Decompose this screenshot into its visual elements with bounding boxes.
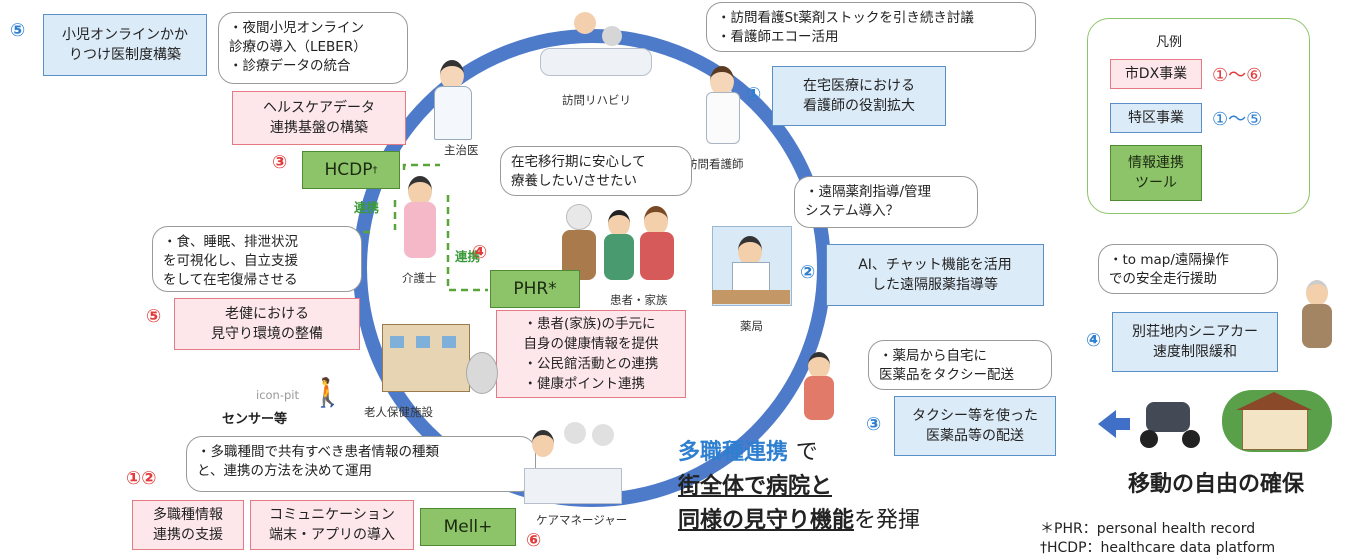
pharmacy-taxi-bubble: ・薬局から自宅に 医薬品をタクシー配送 [868,340,1052,390]
nurse-figure [704,66,740,146]
hcdp-dagger: † [372,164,378,176]
phr-tool: PHR* [490,270,580,308]
care-manager-figure [524,418,622,504]
number-5-rouken: ⑤ [146,306,162,327]
legend-panel: 凡例 市DX事業 ①〜⑥ 特区事業 ①〜⑤ 情報連携 ツール [1087,18,1310,214]
house-figure [1222,380,1332,452]
food-sleep-bubble: ・食、睡眠、排泄状況 を可視化し、自立支援 をして在宅復帰させる [152,226,362,292]
doctor-figure [432,60,472,140]
slogan-line-2: 街全体で病院と [678,474,833,499]
hcdp-tool: HCDP† [302,151,400,189]
label-shujii: 主治医 [444,143,479,157]
slogan-line-3-bold: 同様の見守り機能 [678,508,855,533]
number-2-ai: ② [800,262,816,283]
slogan: 多職種連携 で 街全体で病院と 同様の見守り機能を発揮 [678,436,998,556]
tomap-bubble: ・to map/遠隔操作 での安全走行援助 [1098,244,1278,294]
number-4-car: ④ [1086,330,1102,351]
caregiver-figure [402,176,438,262]
legend-tool-box: 情報連携 ツール [1110,145,1202,201]
delivery-figure [794,352,846,424]
senior-car-box: 別荘地内シニアカー 速度制限緩和 [1112,312,1278,372]
legend-title: 凡例 [1156,35,1183,50]
mobility-heading: 移動の自由の確保 [1128,472,1305,497]
legend-special-box: 特区事業 [1110,103,1202,133]
label-renkei-2: 連携 [455,249,481,264]
label-kanja-kazoku: 患者・家族 [610,293,668,307]
senior-car-figure [1136,394,1208,454]
number-1-2: ①② [126,468,157,489]
number-5-top: ⑤ [10,20,26,41]
pediatric-online-box: 小児オンラインかか りつけ医制度構築 [43,14,207,76]
ai-chat-box: AI、チャット機能を活用 した遠隔服薬指導等 [826,244,1044,306]
slogan-highlight: 多職種連携 [678,440,789,465]
label-rouken-shisetsu: 老人保健施設 [364,405,433,419]
nurse-stock-bubble: ・訪問看護St薬剤ストックを引き続き討議 ・看護師エコー活用 [706,2,1036,52]
label-care-manager: ケアマネージャー [536,513,628,527]
rehab-figure [540,8,652,86]
hcdp-label: HCDP [324,160,373,180]
number-6: ⑥ [526,530,542,551]
slogan-line-3: 同様の見守り機能を発揮 [678,504,998,538]
slogan-line-1: 多職種連携 で [678,436,998,470]
legend-city-range: ①〜⑥ [1212,65,1263,86]
communication-box: コミュニケーション 端末・アプリの導入 [250,500,414,550]
number-3-hcdp: ③ [272,152,288,173]
remote-pharma-bubble: ・遠隔薬剤指導/管理 システム導入？ [794,176,978,228]
label-renkei-1: 連携 [354,200,380,215]
footnote-phr: ＊PHR：personal health record [1040,521,1256,537]
phr-detail-box: ・患者(家族)の手元に 自身の健康情報を提供 ・公民館活動との連携 ・健康ポイン… [496,310,686,398]
nurse-role-box: 在宅医療における 看護師の役割拡大 [772,66,946,126]
slogan-de: で [795,440,818,465]
sensor-icon: 🚶 [310,376,345,409]
label-yakkyoku: 薬局 [740,319,763,333]
taxi-box: タクシー等を使った 医薬品等の配送 [894,396,1056,456]
footnote-hcdp: †HCDP：healthcare data platform [1040,540,1276,556]
patient-wish-bubble: 在宅移行期に安心して 療養したい/させたい [500,146,692,196]
number-4-phr: ④ [472,242,488,263]
label-houmon-kango: 訪問看護師 [686,157,744,171]
slogan-line-3-rest: を発揮 [854,508,921,533]
label-icon-pit: icon-pit [256,388,299,402]
legend-city-box: 市DX事業 [1110,59,1202,89]
legend-special-range: ①〜⑤ [1212,109,1263,130]
multi-info-box: 多職種情報 連携の支援 [132,500,244,550]
label-houmon-rehab: 訪問リハビリ [562,93,631,107]
label-sensor: センサー等 [222,412,288,427]
mell-tool: Mell+ [420,508,516,546]
pharmacist-figure [712,226,792,306]
rouken-box: 老健における 見守り環境の整備 [174,298,360,350]
nursing-home-figure [382,318,500,394]
healthcare-data-box: ヘルスケアデータ 連携基盤の構築 [232,91,406,145]
number-3-taxi: ③ [866,414,882,435]
elderly-figure [1298,280,1338,350]
multi-share-bubble: ・多職種間で共有すべき患者情報の種類 と、連携の方法を決めて運用 [186,436,536,492]
number-1-nurse: ① [746,84,762,105]
label-kaigoshi: 介護士 [402,271,437,285]
night-pediatric-bubble: ・夜間小児オンライン 診療の導入（LEBER） ・診療データの統合 [218,12,408,84]
